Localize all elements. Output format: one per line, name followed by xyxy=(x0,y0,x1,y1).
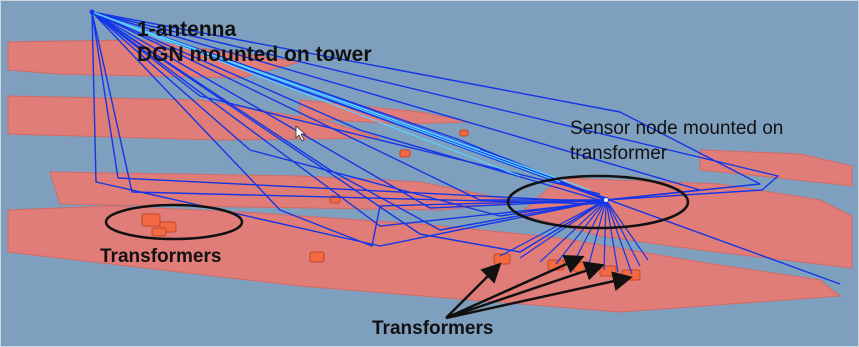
transformer-box xyxy=(141,213,161,227)
tower-transmitter-point xyxy=(89,9,95,15)
ray-highlight xyxy=(91,11,481,151)
transformer-box xyxy=(493,253,511,265)
sensor-fan-rays xyxy=(499,199,649,275)
transformer-box xyxy=(459,129,469,137)
transformer-box xyxy=(151,227,167,237)
ground-block-strip xyxy=(299,99,471,125)
sensor-node-label-line2: transformer xyxy=(570,143,668,164)
transformers-left-label: Transformers xyxy=(100,246,222,267)
ray-path xyxy=(91,11,607,247)
ray-path xyxy=(91,11,601,203)
ray-path xyxy=(571,199,607,267)
arrow-icon xyxy=(445,262,502,319)
ray-path xyxy=(603,199,607,271)
ray-path xyxy=(539,199,607,263)
title-dgn-label: DGN mounted on tower xyxy=(137,43,372,66)
mouse-cursor-icon xyxy=(295,125,307,142)
transformer-box xyxy=(599,265,617,277)
transformers-left-ellipse xyxy=(104,203,244,241)
ray-path xyxy=(605,199,641,267)
sensor-node-label: Sensor node mounted on xyxy=(570,118,784,139)
transformer-box xyxy=(309,251,325,263)
ray-path xyxy=(91,11,607,227)
ray-path xyxy=(519,199,607,259)
ray-highlights xyxy=(91,11,591,191)
ray-path xyxy=(555,199,607,265)
transformers-bottom-label: Transformers xyxy=(372,318,494,339)
ray-path xyxy=(91,11,605,205)
ray-path xyxy=(605,199,619,273)
ray-path xyxy=(499,199,607,257)
arrow-icon xyxy=(445,255,585,320)
ray-path xyxy=(91,11,607,209)
sensor-node-point xyxy=(603,197,609,203)
arrow-icon xyxy=(445,271,633,320)
ray-path xyxy=(91,11,607,203)
ray-path xyxy=(91,11,607,217)
ray-path xyxy=(605,199,633,275)
title-antenna-label: 1-antenna xyxy=(137,18,237,41)
transformer-arrows xyxy=(445,255,633,320)
ground-block-far-right xyxy=(699,149,853,187)
ray-path xyxy=(587,199,607,269)
ray-highlight xyxy=(91,11,521,177)
ground-block-mid-left xyxy=(7,95,381,141)
sensor-node-ellipse xyxy=(506,174,690,230)
transformer-box xyxy=(399,149,411,158)
ray-path xyxy=(91,11,701,201)
ray-path xyxy=(91,11,606,201)
ray-path xyxy=(605,199,649,261)
ray-path xyxy=(91,11,607,231)
arrow-icon xyxy=(445,261,605,320)
